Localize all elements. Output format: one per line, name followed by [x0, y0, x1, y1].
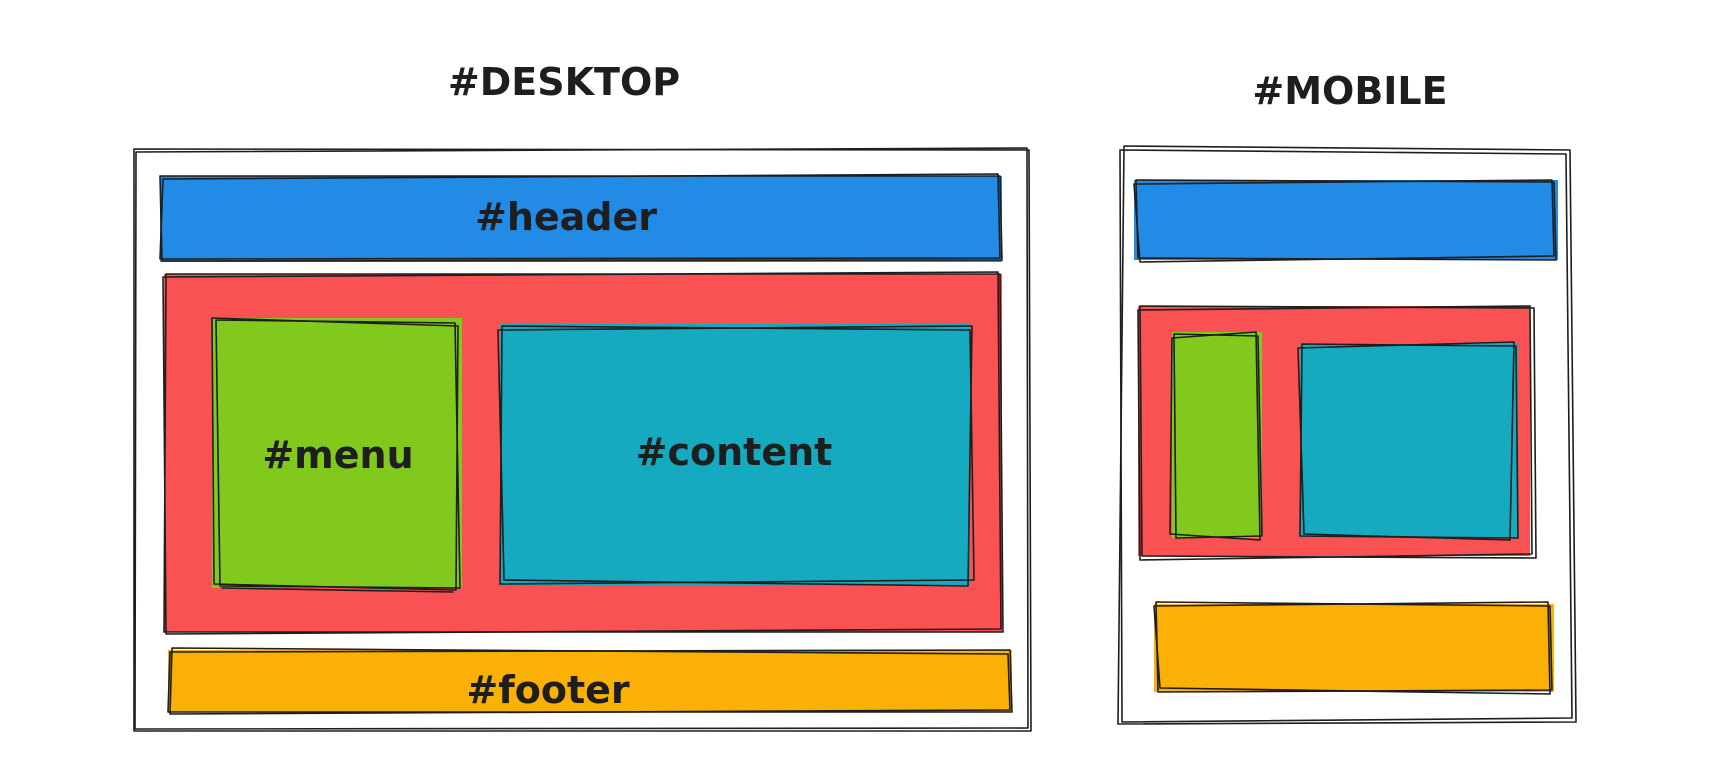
desktop-menu-label: #menu	[262, 433, 413, 477]
desktop-menu-fill	[212, 318, 462, 588]
desktop-title: #DESKTOP	[448, 60, 680, 104]
mobile-footer-fill	[1154, 604, 1554, 692]
desktop-header: #header	[159, 173, 1003, 262]
mobile-content-fill	[1300, 344, 1518, 538]
mobile-header-fill	[1134, 180, 1558, 260]
mobile-header	[1133, 179, 1558, 263]
mobile-group: #MOBILE	[1117, 69, 1577, 725]
desktop-content-label: #content	[636, 430, 833, 474]
desktop-group: #DESKTOP #header #menu	[133, 60, 1032, 732]
desktop-footer-label: #footer	[466, 668, 630, 712]
mobile-menu-fill	[1172, 332, 1262, 538]
mobile-title: #MOBILE	[1252, 69, 1447, 113]
desktop-menu: #menu	[211, 317, 462, 593]
mobile-content	[1297, 341, 1519, 541]
desktop-header-label: #header	[475, 195, 657, 239]
desktop-footer: #footer	[167, 647, 1013, 715]
desktop-header-fill	[160, 176, 1002, 262]
mobile-menu	[1169, 331, 1263, 541]
desktop-content-fill	[500, 324, 970, 586]
mobile-footer	[1153, 601, 1554, 695]
desktop-footer-fill	[168, 650, 1012, 712]
desktop-content: #content	[497, 324, 975, 587]
